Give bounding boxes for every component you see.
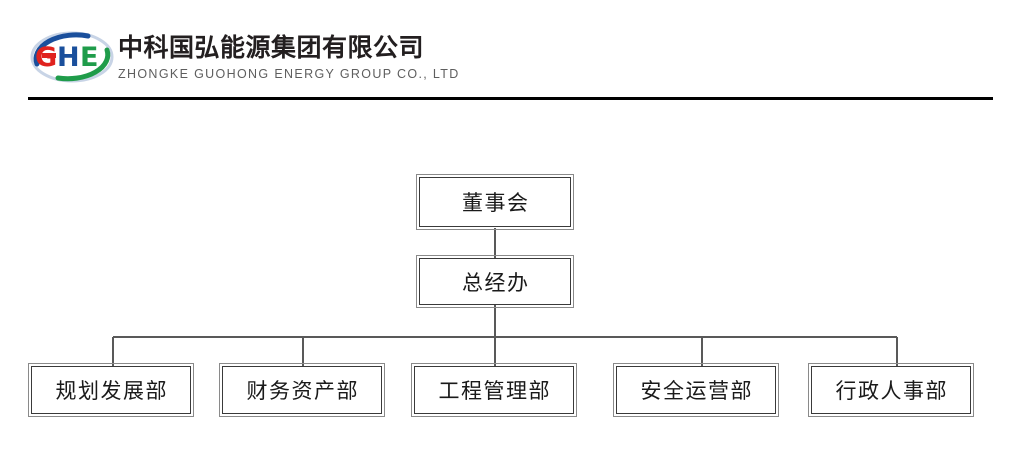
org-node-label: 总经办 bbox=[462, 270, 530, 295]
org-node-gm-office[interactable]: 总经办 bbox=[416, 255, 574, 308]
org-node-dept-finance[interactable]: 财务资产部 bbox=[219, 363, 385, 417]
org-node-label: 工程管理部 bbox=[438, 379, 551, 403]
company-name-block: 中科国弘能源集团有限公司 ZHONGKE GUOHONG ENERGY GROU… bbox=[118, 33, 618, 82]
page-header: G H E 中科国弘能源集团有限公司 ZHONGKE GUOHONG ENERG… bbox=[0, 0, 1020, 100]
header-divider-rule bbox=[28, 97, 993, 100]
org-node-label: 规划发展部 bbox=[55, 379, 168, 403]
org-node-dept-admin-hr[interactable]: 行政人事部 bbox=[808, 363, 974, 417]
company-name-cn: 中科国弘能源集团有限公司 bbox=[118, 33, 425, 62]
org-node-label: 行政人事部 bbox=[835, 379, 948, 403]
org-chart-connectors bbox=[111, 228, 899, 367]
org-node-dept-engineering[interactable]: 工程管理部 bbox=[411, 363, 577, 417]
org-node-label: 财务资产部 bbox=[246, 379, 359, 403]
company-name-en: ZHONGKE GUOHONG ENERGY GROUP CO., LTD bbox=[118, 67, 460, 81]
org-node-label: 安全运营部 bbox=[640, 379, 753, 403]
org-node-dept-planning[interactable]: 规划发展部 bbox=[28, 363, 194, 417]
org-node-dept-safety[interactable]: 安全运营部 bbox=[613, 363, 779, 417]
logo-letter-e: E bbox=[80, 42, 98, 73]
logo-letter-h: H bbox=[57, 42, 80, 73]
org-chart: 董事会 总经办 规划发展部 财务资产部 工程管理部 安全运营部 行政人事部 bbox=[0, 100, 1020, 473]
org-node-label: 董事会 bbox=[462, 191, 530, 215]
ghe-logo-icon: G H E bbox=[28, 31, 116, 83]
org-node-board[interactable]: 董事会 bbox=[416, 174, 574, 230]
